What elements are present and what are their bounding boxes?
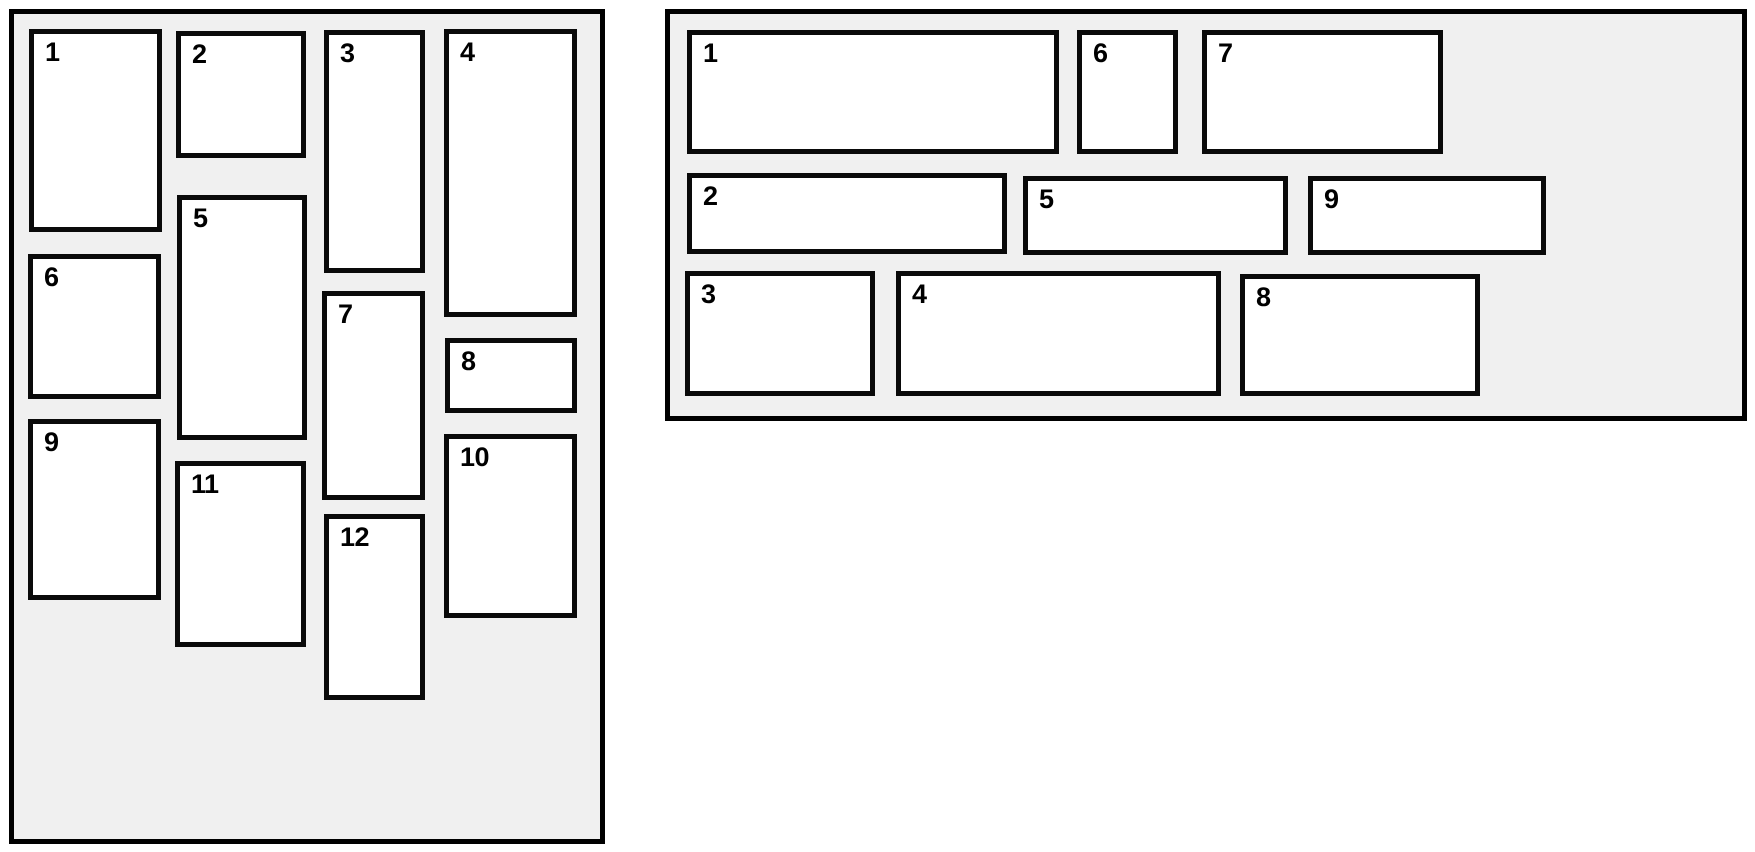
region-box-3[interactable]: 3 (324, 30, 425, 273)
region-box-5[interactable]: 5 (1023, 176, 1288, 255)
region-box-label: 10 (460, 442, 490, 472)
region-box-label: 7 (338, 299, 353, 329)
region-box-6[interactable]: 6 (28, 254, 161, 399)
region-box-9[interactable]: 9 (28, 419, 161, 600)
region-box-label: 2 (703, 181, 718, 211)
region-box-label: 6 (44, 262, 59, 292)
region-box-7[interactable]: 7 (322, 291, 425, 500)
region-box-label: 9 (1324, 184, 1339, 214)
region-box-label: 5 (1039, 184, 1054, 214)
region-box-8[interactable]: 8 (445, 338, 577, 413)
region-box-label: 1 (703, 38, 718, 68)
region-box-label: 7 (1218, 38, 1233, 68)
region-box-4[interactable]: 4 (444, 29, 577, 317)
region-box-9[interactable]: 9 (1308, 176, 1546, 255)
region-box-label: 4 (912, 279, 927, 309)
region-box-label: 1 (45, 37, 60, 67)
region-box-2[interactable]: 2 (176, 31, 306, 158)
region-box-12[interactable]: 12 (324, 514, 425, 700)
region-box-label: 2 (192, 39, 207, 69)
region-box-label: 9 (44, 427, 59, 457)
region-box-10[interactable]: 10 (444, 434, 577, 618)
region-box-1[interactable]: 1 (687, 30, 1059, 154)
region-box-label: 4 (460, 37, 475, 67)
region-box-label: 8 (461, 346, 476, 376)
region-box-6[interactable]: 6 (1077, 30, 1178, 154)
region-box-label: 12 (340, 522, 370, 552)
region-box-3[interactable]: 3 (685, 271, 875, 396)
region-box-2[interactable]: 2 (687, 173, 1007, 254)
region-box-label: 8 (1256, 282, 1271, 312)
region-box-4[interactable]: 4 (896, 271, 1221, 396)
region-box-label: 11 (191, 469, 219, 499)
right-panel: 1 6 7 2 5 9 3 4 8 (665, 9, 1747, 421)
region-box-label: 5 (193, 203, 208, 233)
region-box-5[interactable]: 5 (177, 195, 307, 440)
region-box-label: 3 (340, 38, 355, 68)
region-box-11[interactable]: 11 (175, 461, 306, 647)
region-box-label: 3 (701, 279, 716, 309)
region-box-label: 6 (1093, 38, 1108, 68)
region-box-7[interactable]: 7 (1202, 30, 1443, 154)
region-box-8[interactable]: 8 (1240, 274, 1480, 396)
region-box-1[interactable]: 1 (29, 29, 162, 232)
